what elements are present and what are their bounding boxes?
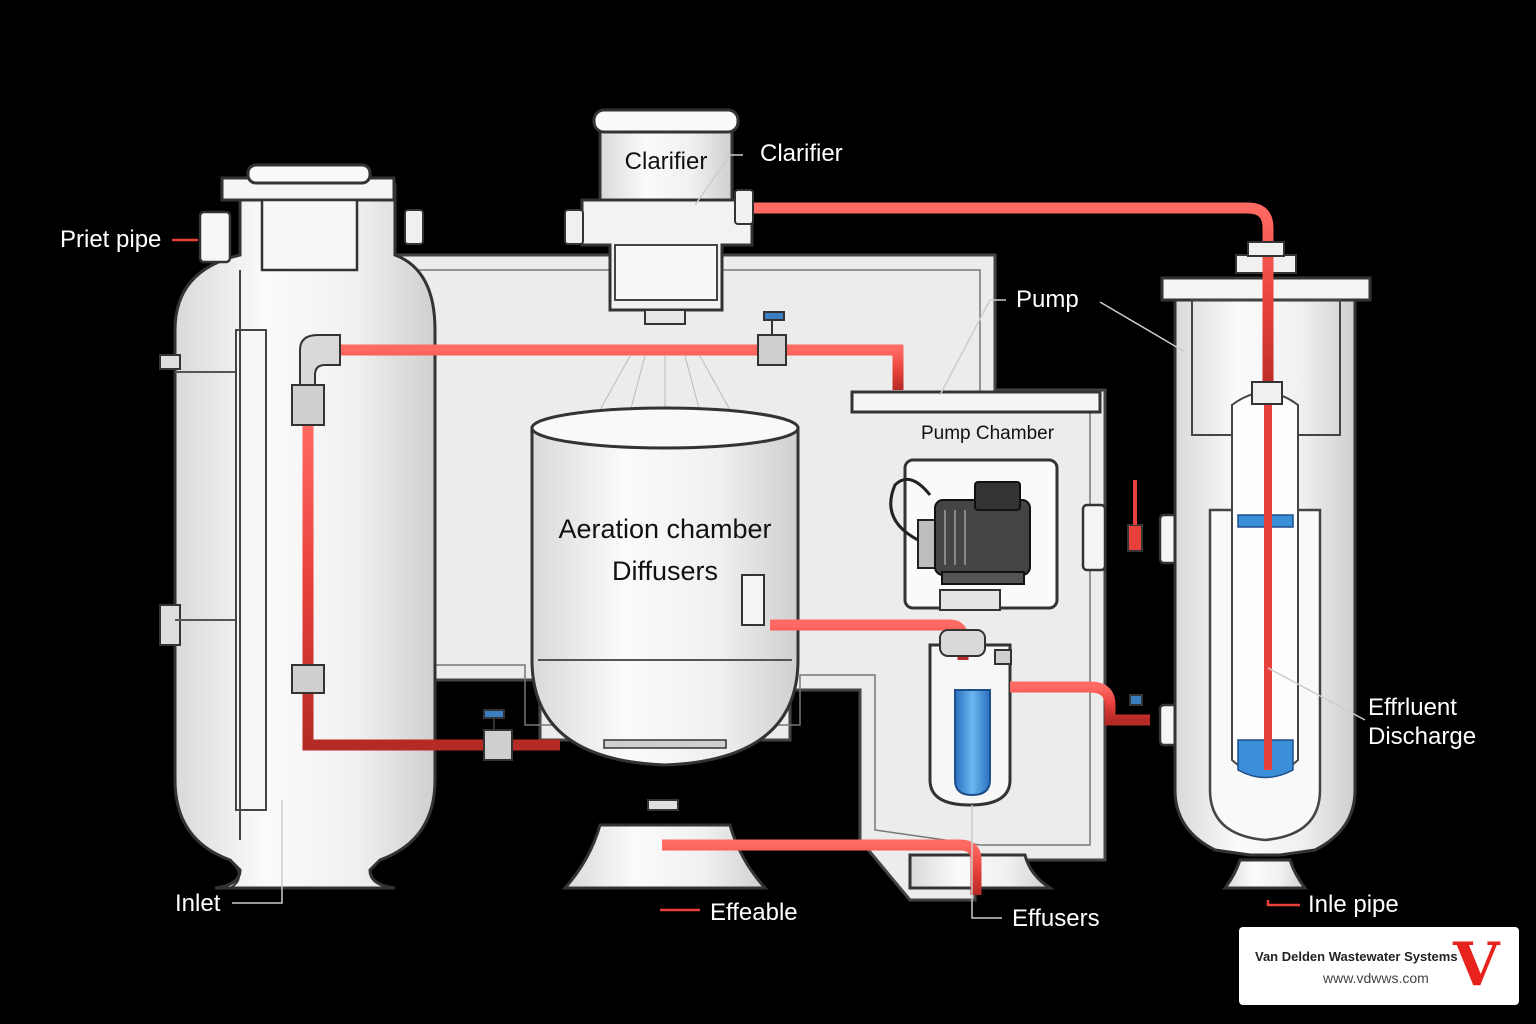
priet-pipe-callout: Priet pipe — [60, 226, 162, 253]
pump-callout: Pump — [1016, 286, 1079, 313]
clarifier-tank-label: Clarifier — [624, 148, 708, 175]
callout-lines — [172, 154, 1366, 919]
effluent-discharge-callout-1: Effrluent — [1368, 694, 1457, 721]
effeable-callout: Effeable — [710, 899, 798, 926]
brand-name: Van Delden Wastewater Systems — [1255, 949, 1458, 964]
brand-url: www.vdwws.com — [1323, 970, 1429, 986]
effluent-discharge-callout-2: Discharge — [1368, 723, 1477, 750]
pump-motor — [889, 477, 1031, 585]
pump-chamber-label: Pump Chamber — [920, 423, 1055, 444]
brand-logo-mark: V — [1453, 930, 1500, 1000]
diffusers-label: Diffusers — [611, 556, 719, 586]
brand-badge: Van Delden Wastewater Systems www.vdwws.… — [1239, 927, 1519, 1005]
aeration-chamber-label: Aeration chamber — [558, 514, 772, 544]
inle-pipe-callout: Inle pipe — [1308, 891, 1399, 918]
left-tank — [159, 163, 437, 890]
aeration-chamber — [530, 406, 800, 890]
clarifier-callout: Clarifier — [760, 140, 843, 167]
effusers-callout: Effusers — [1012, 905, 1100, 932]
pipe-fittings — [291, 189, 1285, 761]
clarifier-tank — [580, 108, 754, 414]
inlet-callout: Inlet — [175, 890, 221, 917]
